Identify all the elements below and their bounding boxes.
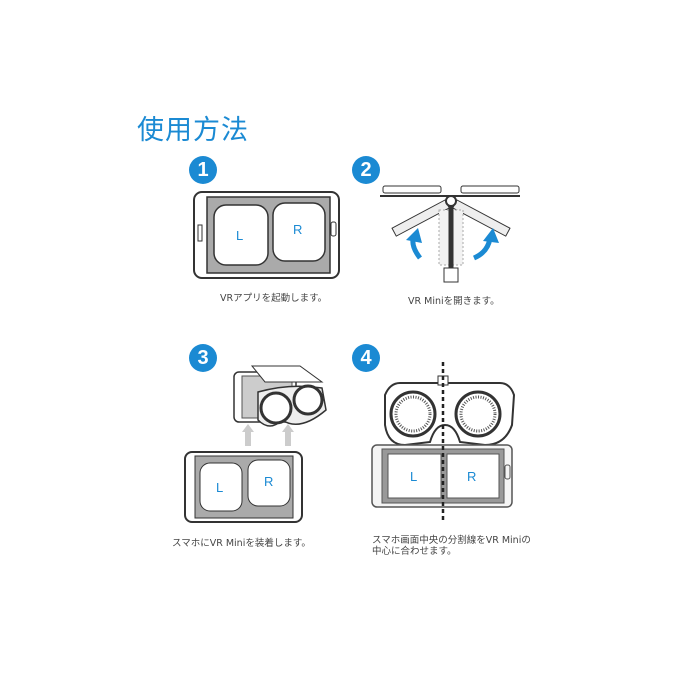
step-1-caption: VRアプリを起動します。	[220, 293, 328, 304]
step-1-badge: 1	[189, 156, 217, 184]
step-4-caption-line-1: スマホ画面中央の分割線をVR Miniの	[372, 535, 531, 546]
step-3-badge: 3	[189, 344, 217, 372]
screen-label-right: R	[264, 474, 273, 489]
step-3-caption: スマホにVR Miniを装着します。	[172, 538, 311, 549]
step4-align-illustration: L R	[371, 362, 516, 522]
step-4-caption-line-2: 中心に合わせます。	[372, 546, 457, 557]
screen-label-right: R	[467, 469, 476, 484]
screen-label-right: R	[293, 222, 302, 237]
step-2-caption: VR Miniを開きます。	[408, 296, 500, 307]
screen-label-left: L	[236, 228, 243, 243]
screen-label-left: L	[216, 480, 223, 495]
step-4-badge: 4	[352, 344, 380, 372]
screen-label-left: L	[410, 469, 417, 484]
step-2-badge: 2	[352, 156, 380, 184]
step1-phone-illustration: L R	[193, 191, 340, 279]
step2-unfold-illustration	[380, 185, 520, 283]
step3-attach-illustration: L R	[184, 365, 327, 523]
page-title: 使用方法	[137, 115, 249, 146]
